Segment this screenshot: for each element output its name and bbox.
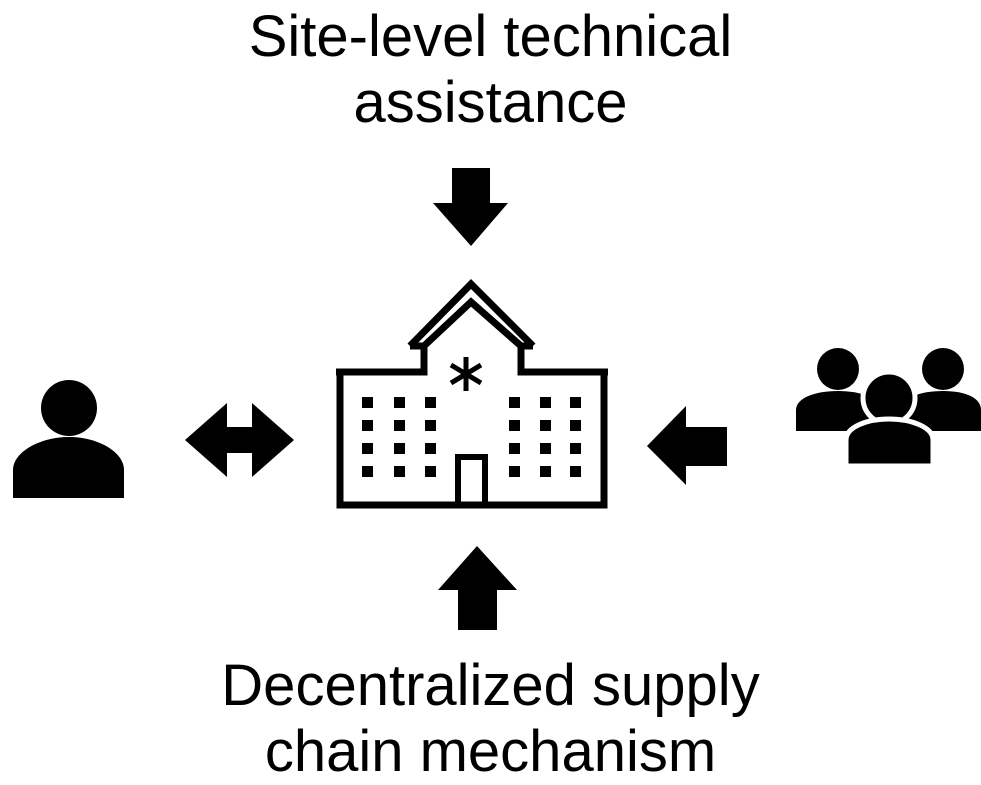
site-level-technical-assistance-label: Site-level technical assistance xyxy=(0,4,981,136)
arrow-left-icon xyxy=(647,406,727,485)
top-label-line-1: Site-level technical xyxy=(248,4,733,69)
person-icon xyxy=(13,380,124,498)
arrow-down-icon xyxy=(433,168,508,246)
arrow-up-icon xyxy=(438,546,517,630)
decentralized-supply-chain-label: Decentralized supply chain mechanism xyxy=(0,653,981,785)
bottom-label-line-2: chain mechanism xyxy=(264,719,717,784)
group-icon xyxy=(796,348,981,469)
hospital-icon xyxy=(336,279,608,509)
bottom-label-line-1: Decentralized supply xyxy=(221,653,760,718)
top-label-line-2: assistance xyxy=(353,70,628,135)
double-arrow-icon xyxy=(185,403,294,477)
